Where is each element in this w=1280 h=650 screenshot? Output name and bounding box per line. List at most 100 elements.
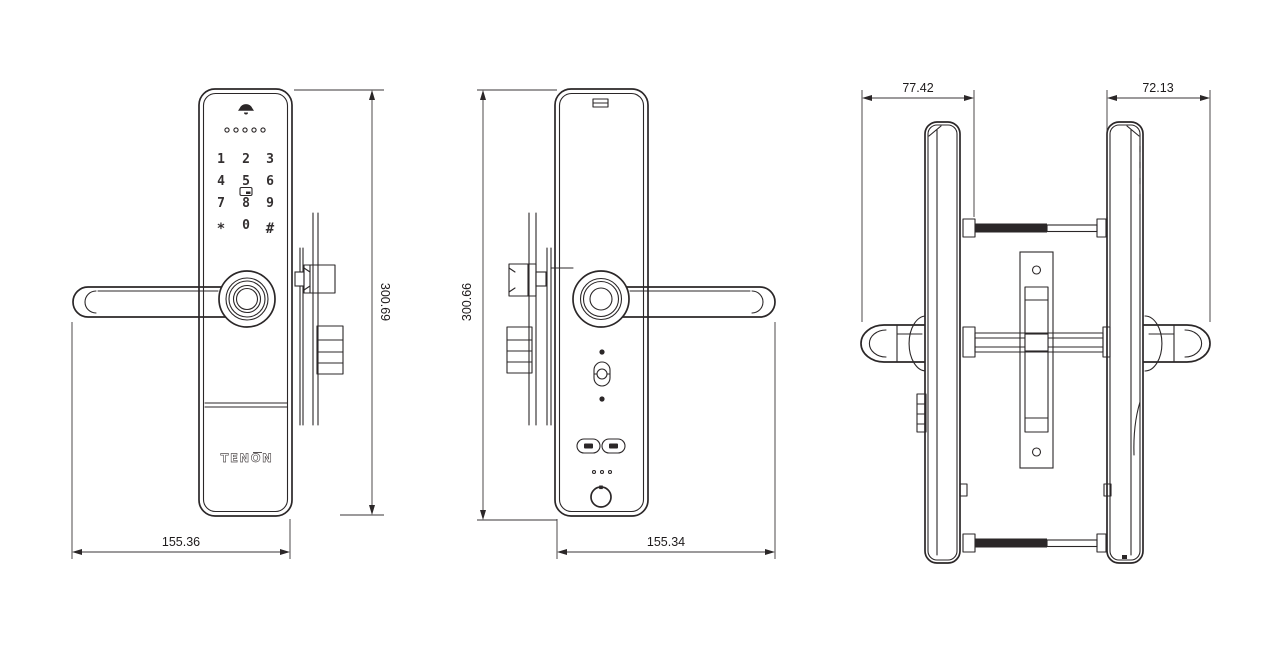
bottom-connecting-rod — [962, 533, 1107, 553]
front-deadbolt — [316, 325, 344, 375]
fingerprint-ring-inner — [235, 287, 259, 311]
speaker-dots — [591, 469, 613, 475]
keypad: 1 2 3 4 5 6 7 8 9 * 0 # — [217, 152, 275, 237]
back-handle-boss — [572, 270, 630, 328]
interior-button-right[interactable] — [601, 438, 626, 454]
side-back-handle-outline — [1142, 324, 1211, 363]
back-boss-ring1 — [579, 277, 623, 321]
key-star[interactable]: * — [217, 221, 225, 237]
back-latch-bolt — [508, 263, 537, 297]
rfid-card-icon — [239, 186, 253, 197]
back-body-outline — [554, 88, 649, 517]
left-panel-clip — [959, 483, 968, 497]
faceplate-screw-bottom — [1031, 447, 1042, 457]
key-4[interactable]: 4 — [217, 174, 225, 189]
dim-front-height: 300.69 — [378, 283, 392, 321]
lock-indicator-dot-bottom — [599, 396, 605, 402]
back-spindle-hub — [589, 287, 613, 311]
back-body-inner — [558, 92, 645, 513]
dim-front-width-group: 155.36 — [71, 322, 291, 559]
side-back-handle-arc — [1184, 329, 1203, 358]
interior-buttons — [576, 438, 626, 454]
battery-latch-slot[interactable] — [592, 98, 609, 108]
spindle-outline — [974, 332, 1104, 353]
top-rod-left-bracket — [962, 218, 976, 238]
front-handle-end-arc — [84, 290, 97, 314]
dim-back-height-group: 300.66 — [460, 89, 557, 521]
dim-side-back-depth-group: 72.13 — [1106, 81, 1211, 322]
side-back-panel — [1106, 121, 1144, 564]
key-2[interactable]: 2 — [242, 152, 250, 167]
top-rod-threaded — [975, 223, 1047, 233]
back-deadbolt — [506, 326, 533, 374]
side-front-boss-arc — [908, 315, 927, 372]
view-side: 77.42 72.13 — [860, 81, 1211, 564]
back-handle — [600, 286, 776, 318]
front-handle-boss — [218, 270, 276, 328]
key-1[interactable]: 1 — [217, 152, 225, 167]
key-3[interactable]: 3 — [266, 152, 274, 167]
dim-back-height: 300.66 — [460, 283, 474, 321]
side-front-panel — [916, 121, 961, 564]
interior-button-right-icon — [609, 443, 618, 449]
indicator-leds — [224, 127, 266, 133]
side-back-cover-curve — [1133, 401, 1141, 456]
front-handle-outline — [72, 286, 248, 318]
front-body-outline — [198, 88, 293, 517]
side-front-handle-outline — [860, 324, 929, 363]
side-back-panel-outline — [1106, 121, 1144, 564]
dim-front-height-group: 300.69 — [294, 89, 392, 516]
dim-back-width-group: 155.34 — [556, 322, 776, 559]
dim-side-front-depth: 77.42 — [902, 81, 933, 95]
lock-indicator-dot-top — [599, 349, 605, 355]
side-back-panel-chamfer — [1126, 125, 1140, 137]
keyhole-cover — [916, 393, 927, 433]
dim-side-front-depth-group: 77.42 — [861, 81, 975, 322]
side-front-handle — [860, 315, 929, 372]
key-0[interactable]: 0 — [242, 218, 250, 233]
top-rod-right-bracket — [1096, 218, 1107, 238]
side-mortise-faceplate — [1019, 251, 1054, 469]
bottom-rod-right-bracket — [1096, 533, 1107, 553]
side-back-screw-dot — [1122, 555, 1127, 559]
right-panel-clip — [1103, 483, 1112, 497]
front-boss-outer — [218, 270, 276, 328]
front-mortise — [294, 212, 344, 426]
back-mortise — [506, 212, 574, 426]
key-6[interactable]: 6 — [266, 174, 274, 189]
view-back-interior: 300.66 155.34 — [460, 88, 776, 559]
key-7[interactable]: 7 — [217, 196, 225, 211]
back-handle-end-arc — [751, 290, 764, 314]
side-back-boss-arc — [1144, 315, 1163, 372]
back-latch-bevel — [508, 267, 516, 293]
key-5[interactable]: 5 — [242, 174, 250, 189]
emergency-button[interactable] — [590, 485, 612, 508]
front-handle — [72, 286, 248, 318]
back-handle-outline — [600, 286, 776, 318]
side-front-panel-outline — [924, 121, 961, 564]
key-9[interactable]: 9 — [266, 196, 274, 211]
dim-side-back-depth: 72.13 — [1142, 81, 1173, 95]
key-8[interactable]: 8 — [242, 196, 250, 211]
side-front-panel-chamfer — [928, 125, 942, 137]
privacy-toggle-knob[interactable] — [596, 368, 608, 380]
front-latch-bolt — [303, 264, 336, 294]
key-hash[interactable]: # — [266, 221, 275, 237]
spindle-left-bracket — [962, 326, 976, 358]
back-boss-ring2 — [582, 280, 620, 318]
bottom-rod-left-bracket — [962, 533, 976, 553]
spindle-hub-block — [1024, 333, 1049, 352]
back-boss-outer — [572, 270, 630, 328]
side-back-handle — [1142, 315, 1211, 372]
doorbell-icon — [238, 104, 254, 115]
side-front-handle-arc — [868, 329, 887, 358]
front-boss-ring2 — [228, 280, 266, 318]
top-connecting-rod — [962, 218, 1107, 238]
interior-button-left-icon — [584, 443, 593, 449]
view-front-exterior: 1 2 3 4 5 6 7 8 9 * 0 # TENON — [71, 88, 392, 559]
bottom-rod-sleeve — [1046, 539, 1098, 548]
spindle-bar — [962, 326, 1111, 358]
interior-button-left[interactable] — [576, 438, 601, 454]
bottom-rod-threaded — [975, 538, 1047, 548]
